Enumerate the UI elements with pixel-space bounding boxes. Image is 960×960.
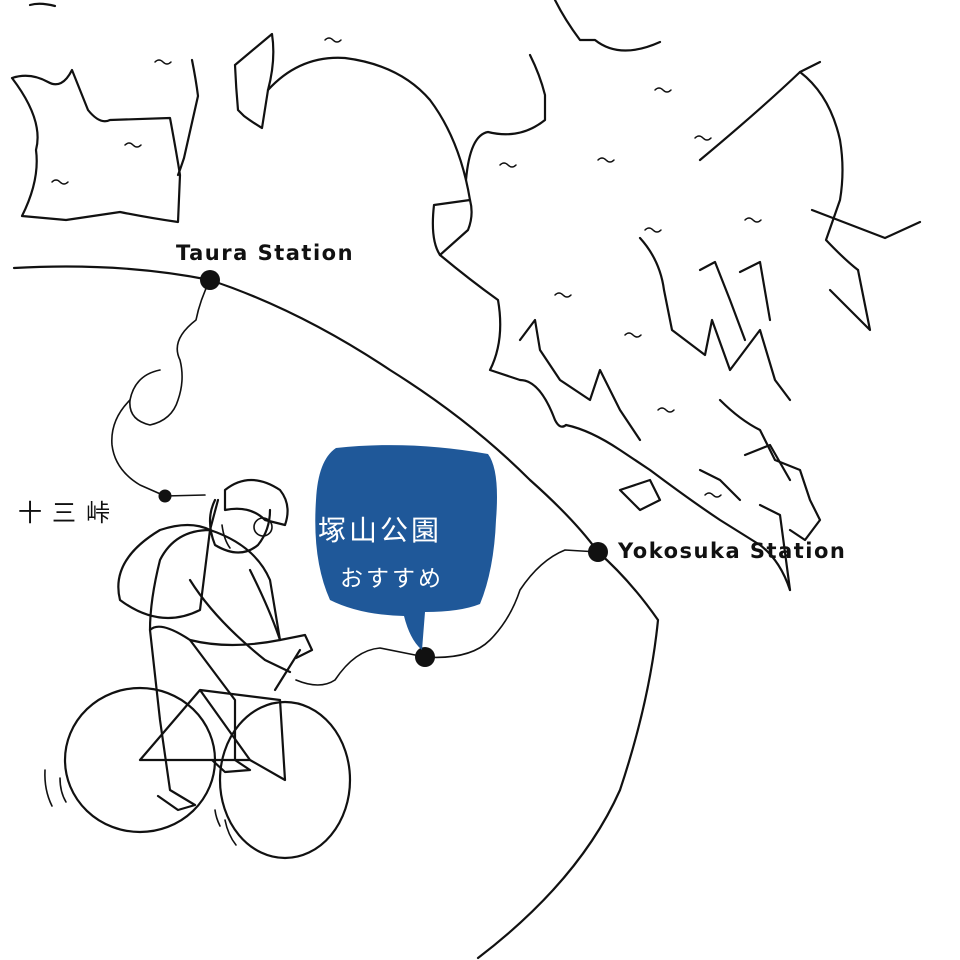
cyclist-illustration — [44, 478, 352, 860]
rail-line — [12, 265, 660, 960]
coastline-upper-left — [10, 2, 472, 224]
juso-toge-marker — [158, 489, 172, 503]
juso-toge-label: 十三峠 — [18, 499, 120, 527]
taura-station-label: Taura Station — [176, 241, 354, 265]
route-markers — [158, 270, 608, 667]
yokosuka-station-label: Yokosuka Station — [617, 539, 846, 563]
water-waves — [51, 37, 762, 498]
callout-title: 塚山公園 — [318, 514, 442, 547]
taura-station-marker — [200, 270, 220, 290]
coastline-harbour — [431, 0, 922, 592]
cycling-route — [111, 279, 599, 686]
tsukayama-park-marker — [415, 647, 435, 667]
callout-bubble — [315, 445, 497, 650]
tsukayama-park-callout: 塚山公園 おすすめ — [315, 445, 497, 650]
yokosuka-station-marker — [588, 542, 608, 562]
callout-subtitle: おすすめ — [340, 566, 444, 592]
